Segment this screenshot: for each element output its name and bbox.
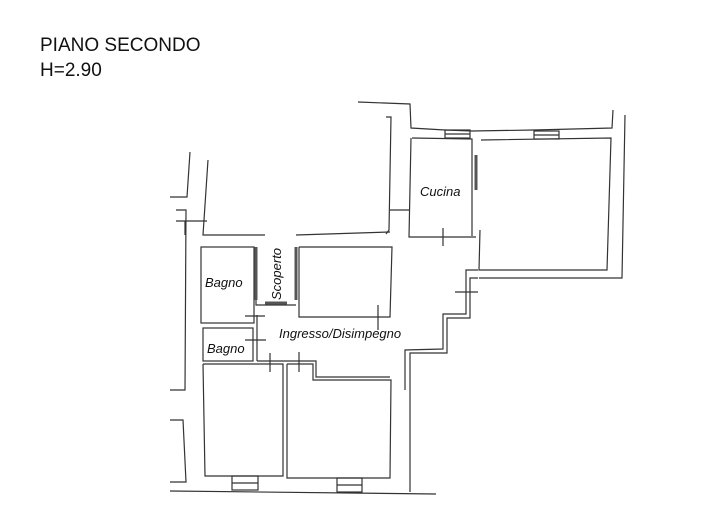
ceiling-height-label: H=2.90 [40,60,102,81]
floor-title: PIANO SECONDO [40,35,201,56]
room-label-ingresso: Ingresso/Disimpegno [279,326,401,341]
room-label-cucina: Cucina [420,184,460,199]
room-label-bagno: Bagno [205,275,243,290]
room-label-scoperto: Scoperto [269,248,284,300]
outer-walls [169,101,626,495]
room-label-bagno-2: Bagno [207,341,245,356]
